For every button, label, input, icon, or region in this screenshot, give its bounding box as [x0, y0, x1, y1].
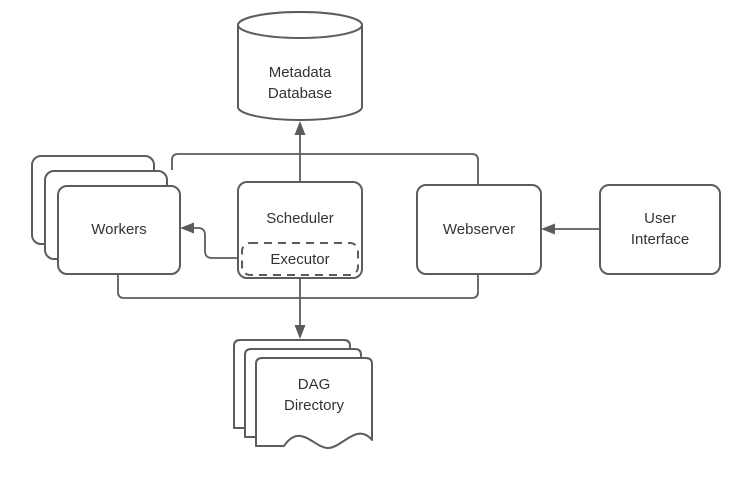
workers-card-front [57, 185, 181, 275]
arrow-head-left-workers [180, 222, 194, 234]
user-interface-label-line1: User [644, 210, 676, 227]
node-dag-directory[interactable]: DAG Directory [233, 339, 373, 449]
scheduler-label: Scheduler [266, 210, 334, 227]
metadata-database-cylinder-top [237, 11, 363, 39]
connector-workers-to-webserver-bottom [117, 274, 479, 299]
user-interface-label-line2: Interface [631, 231, 689, 248]
metadata-database-label-line2: Database [268, 85, 332, 102]
node-metadata-database[interactable]: Metadata Database [237, 11, 363, 121]
node-webserver[interactable]: Webserver [416, 184, 542, 275]
arrow-head-left-webserver [541, 223, 555, 235]
connector-executor-to-workers [193, 227, 238, 259]
executor-label: Executor [270, 251, 329, 268]
webserver-box [416, 184, 542, 275]
dag-directory-label-line2: Directory [284, 397, 345, 414]
webserver-label: Webserver [443, 221, 515, 238]
workers-label: Workers [91, 221, 147, 238]
node-executor[interactable]: Executor [241, 242, 359, 276]
arrow-head-up-metadata-database [294, 121, 306, 135]
node-workers[interactable]: Workers [31, 155, 181, 275]
node-user-interface[interactable]: User Interface [599, 184, 721, 275]
metadata-database-label-line1: Metadata [269, 64, 332, 81]
user-interface-box [599, 184, 721, 275]
dag-directory-label-line1: DAG [298, 376, 331, 393]
connector-workers-to-webserver-top [171, 153, 479, 185]
dag-directory-document-front [255, 357, 373, 449]
executor-box [241, 242, 359, 276]
arrow-head-down-dag-directory [294, 325, 306, 339]
